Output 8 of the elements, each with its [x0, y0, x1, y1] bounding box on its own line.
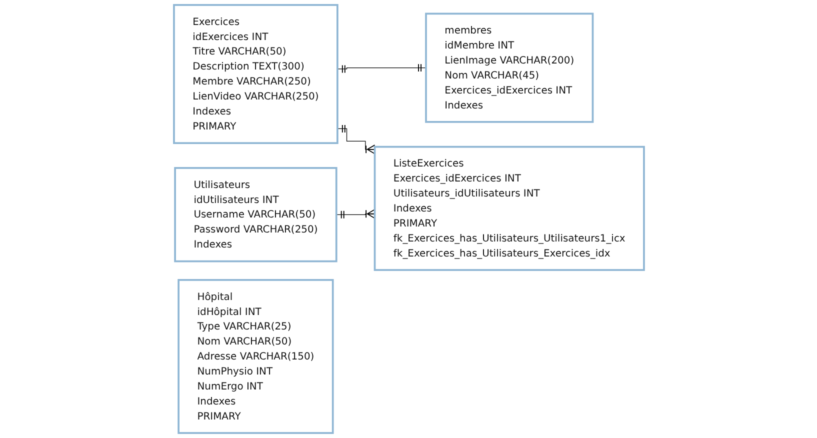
node-box: membres idMembre INT LienImage VARCHAR(200) Nom VARCHAR(45) Exercices_idExercices INT Indexes: [424, 12, 594, 123]
node-box: Utilisateurs idUtilisateurs INT Username VARCHAR(50) Password VARCHAR(250) Indexes: [174, 167, 337, 262]
node-box: Hôpital idHôpital INT Type VARCHAR(25) Nom VARCHAR(50) Adresse VARCHAR(150) NumPhysio INT NumErgo INT Indexes PRIMARY: [177, 279, 334, 434]
connector: [336, 124, 375, 154]
connector: [336, 209, 375, 219]
node-box: Exercices idExercices INT Titre VARCHAR(50) Description TEXT(300) Membre VARCHAR(250) LienVideo VARCHAR(250) Indexes PRIMARY: [172, 4, 338, 144]
node-box: ListeExercices Exercices_idExercices INT Utilisateurs_idUtilisateurs INT Indexes PRIMARY fk_Exercices_has_Utilisateurs_Utilisateurs1_icx fk_Exercices_has_Utilisateurs_Exercices_idx: [373, 146, 644, 271]
connector: [336, 64, 426, 74]
